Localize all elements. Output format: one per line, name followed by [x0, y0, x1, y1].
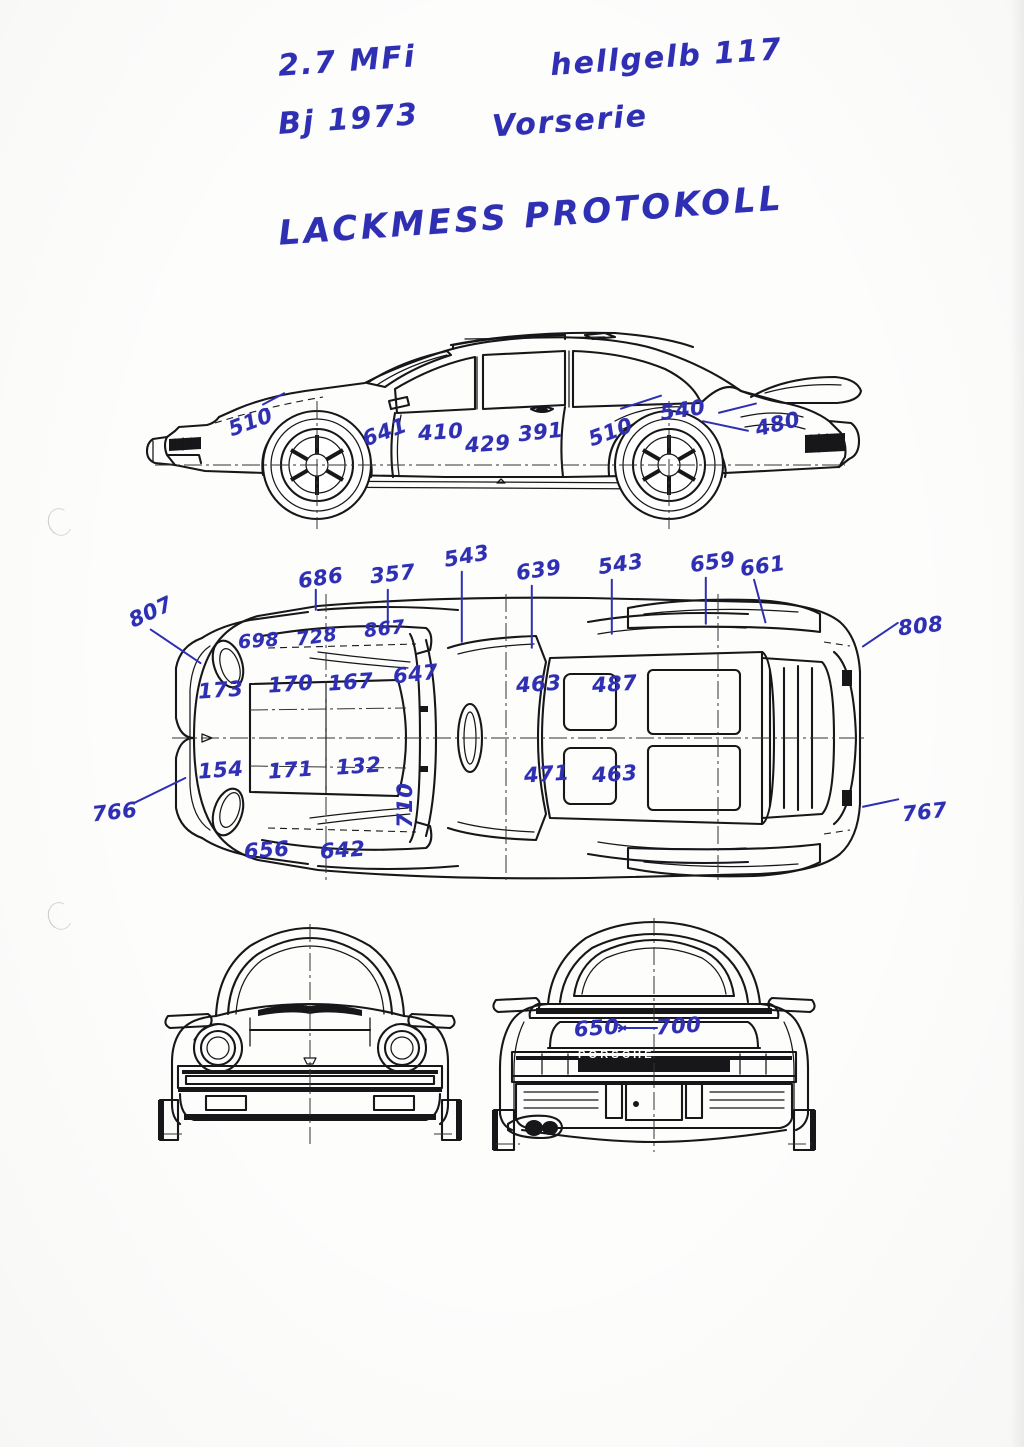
measurement-top-543-rear: 543: [596, 548, 645, 580]
header-engine-code: 2.7 MFi: [276, 39, 418, 84]
measurement-top-808: 808: [896, 611, 945, 641]
porsche-badge-text: PORSCHE: [578, 1049, 655, 1061]
measurement-top-154: 154: [197, 756, 245, 784]
measurement-top-698: 698: [237, 628, 280, 654]
measurement-top-167: 167: [327, 668, 375, 696]
measurement-top-656: 656: [243, 836, 291, 864]
leader-line: [531, 584, 533, 649]
measurement-top-661: 661: [738, 550, 787, 582]
measurement-top-170: 170: [267, 670, 315, 698]
leader-line: [705, 576, 707, 625]
measurement-top-357: 357: [368, 559, 417, 589]
leader-line: [461, 570, 463, 643]
measurement-top-710: 710: [393, 782, 417, 828]
leader-line: [315, 588, 317, 611]
measurement-top-767: 767: [900, 797, 949, 827]
header-series-note: Vorserie: [490, 98, 650, 145]
page-title: LACKMESS PROTOKOLL: [277, 178, 786, 254]
measurement-side-429: 429: [464, 430, 512, 458]
punch-hole: [44, 898, 76, 934]
measurement-side-391: 391: [516, 417, 565, 447]
measurement-top-171: 171: [267, 756, 315, 784]
measurement-top-132: 132: [335, 752, 383, 780]
rear-view-blueprint: [490, 918, 818, 1154]
measurement-top-659: 659: [688, 546, 737, 578]
top-view-blueprint: [158, 588, 876, 888]
measurement-top-463-rear: 463: [591, 760, 639, 788]
measurement-top-867: 867: [362, 615, 407, 643]
measurement-top-471: 471: [523, 760, 571, 788]
header-build-year: Bj 1973: [276, 97, 421, 142]
measurement-top-543-front: 543: [442, 540, 492, 572]
measurement-side-410: 410: [417, 418, 465, 446]
measurement-rear-650: 650: [573, 1014, 621, 1042]
measurement-top-639: 639: [514, 554, 563, 586]
header-paint-colour: hellgelb 117: [549, 31, 784, 84]
measurement-rear-700: 700: [655, 1012, 703, 1040]
measurement-top-647: 647: [391, 659, 440, 689]
measurement-top-487: 487: [591, 670, 639, 698]
measurement-top-463-front: 463: [515, 670, 563, 698]
leader-line-rear: [618, 1027, 658, 1029]
leader-line: [611, 578, 613, 635]
punch-hole: [44, 504, 76, 540]
measurement-top-642: 642: [319, 836, 367, 864]
scan-edge-shadow: [1010, 0, 1024, 1447]
front-view-blueprint: [150, 918, 470, 1146]
side-view-blueprint: [145, 305, 865, 529]
measurement-top-173: 173: [197, 676, 245, 704]
measurement-top-766: 766: [90, 797, 139, 827]
